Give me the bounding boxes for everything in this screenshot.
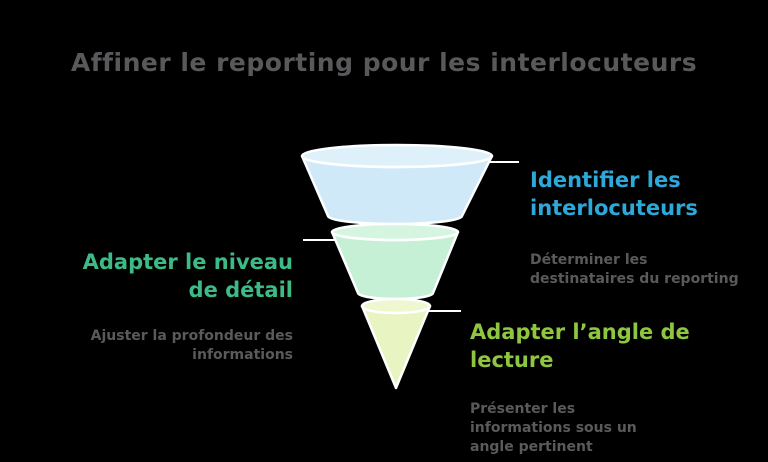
- step-2-label: Adapter le niveau de détail Ajuster la p…: [33, 229, 293, 384]
- step-3-heading: Adapter l’angle de lecture: [470, 320, 690, 372]
- step-1-heading: Identifier les interlocuteurs: [530, 168, 698, 220]
- step-1-label: Identifier les interlocuteurs Déterminer…: [530, 147, 760, 308]
- funnel-stage-1-rim: [300, 143, 494, 169]
- step-2-description: Ajuster la profondeur des informations: [90, 328, 293, 363]
- diagram-title: Affiner le reporting pour les interlocut…: [70, 48, 698, 77]
- step-3-label: Adapter l’angle de lecture Présenter les…: [470, 299, 720, 462]
- funnel-stage-2-rim: [330, 222, 460, 242]
- step-2-heading: Adapter le niveau de détail: [82, 250, 293, 302]
- funnel-stage-3-body: [360, 304, 432, 390]
- funnel-stage-2-body: [330, 230, 460, 301]
- step-1-description: Déterminer les destinataires du reportin…: [530, 252, 739, 287]
- funnel-stage-3-rim: [360, 297, 432, 315]
- step-3-description: Présenter les informations sous un angle…: [470, 401, 637, 455]
